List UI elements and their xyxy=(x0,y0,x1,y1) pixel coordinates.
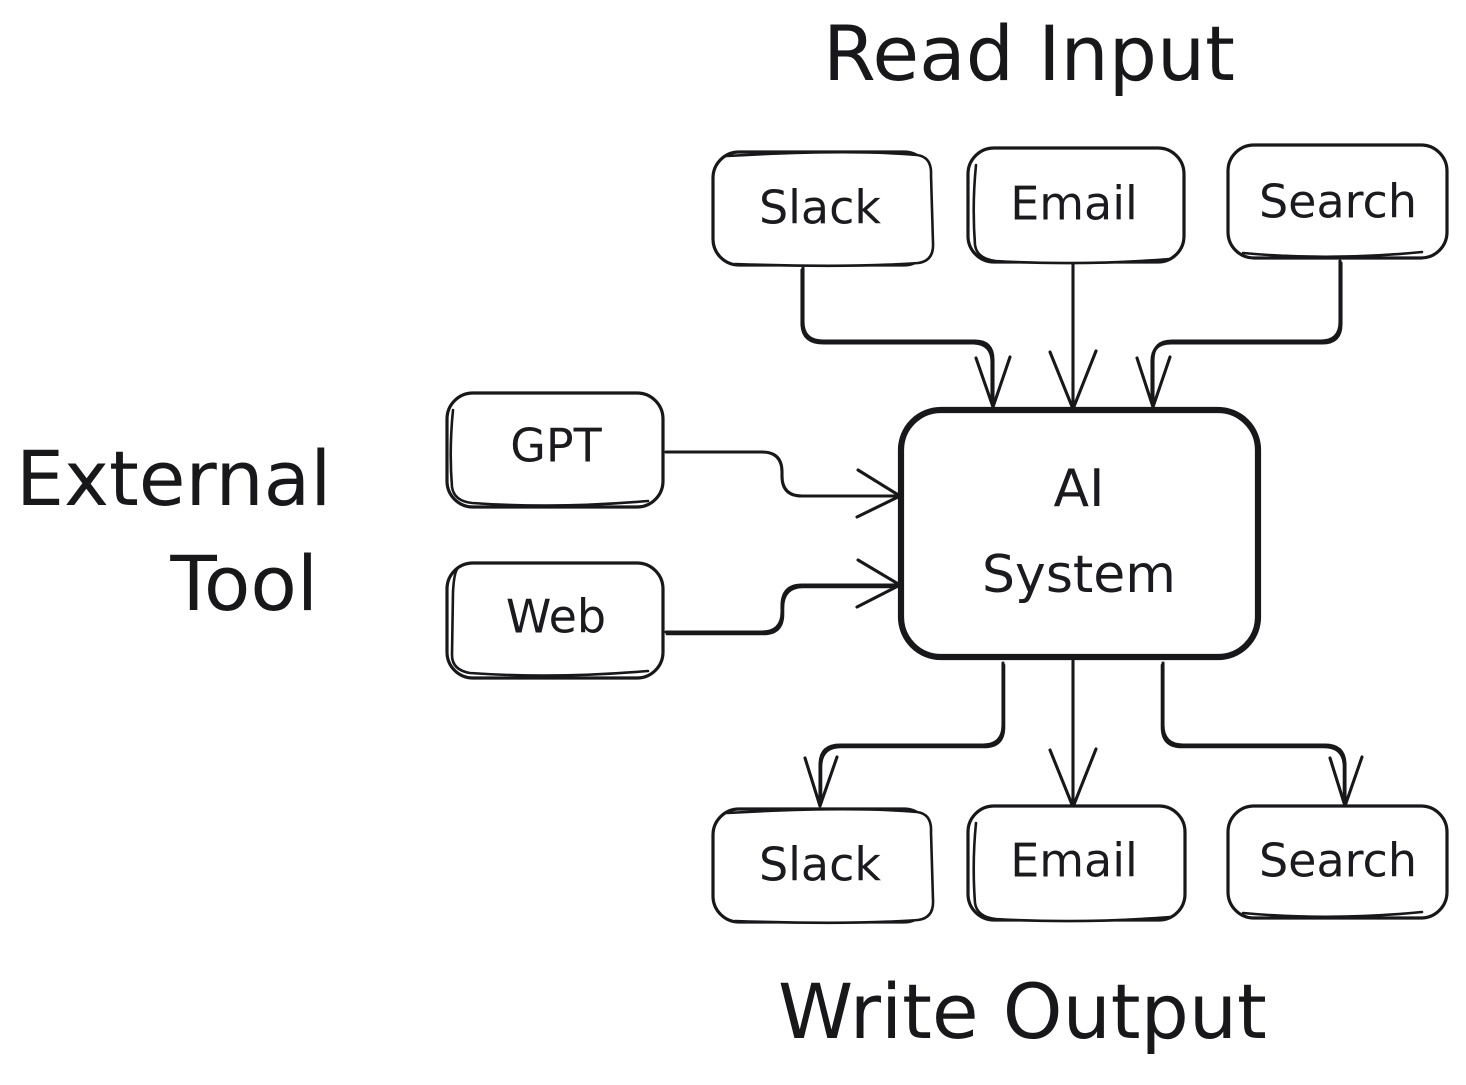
node-output-email[interactable]: Email xyxy=(966,804,1187,923)
node-output-search-label: Search xyxy=(1259,834,1417,888)
edge-slack-to-ai-system xyxy=(800,266,1012,409)
node-input-email[interactable]: Email xyxy=(966,146,1186,265)
edge-ai-system-to-search xyxy=(1160,661,1364,808)
edge-email-to-ai-system xyxy=(1048,262,1098,411)
node-output-slack[interactable]: Slack xyxy=(711,807,935,925)
node-output-search[interactable]: Search xyxy=(1226,804,1449,920)
node-ai-system[interactable]: AI System xyxy=(897,406,1262,661)
node-ai-system-label-line1: AI xyxy=(1054,459,1105,519)
node-output-slack-label: Slack xyxy=(759,838,881,892)
node-input-slack-label: Slack xyxy=(759,181,881,235)
node-ai-system-label-line2: System xyxy=(982,545,1176,605)
group-label-write-output: Write Output xyxy=(778,967,1267,1056)
node-input-search[interactable]: Search xyxy=(1226,143,1449,260)
node-tool-web-label: Web xyxy=(506,590,606,644)
edge-ai-system-to-slack xyxy=(803,661,1006,808)
node-tool-gpt[interactable]: GPT xyxy=(445,391,665,509)
node-input-email-label: Email xyxy=(1010,177,1138,231)
node-tool-gpt-label: GPT xyxy=(510,419,602,473)
node-output-email-label: Email xyxy=(1010,834,1138,888)
group-label-external-tool-line2: Tool xyxy=(169,539,318,628)
node-tool-web[interactable]: Web xyxy=(445,561,665,680)
node-input-search-label: Search xyxy=(1259,175,1417,229)
group-label-read-input: Read Input xyxy=(823,9,1235,98)
edge-ai-system-to-email xyxy=(1048,659,1098,809)
edge-web-to-ai-system xyxy=(664,558,902,636)
edge-gpt-to-ai-system xyxy=(664,450,902,519)
group-label-external-tool-line1: External xyxy=(16,434,331,523)
node-input-slack[interactable]: Slack xyxy=(711,150,935,268)
edge-search-to-ai-system xyxy=(1135,259,1343,409)
